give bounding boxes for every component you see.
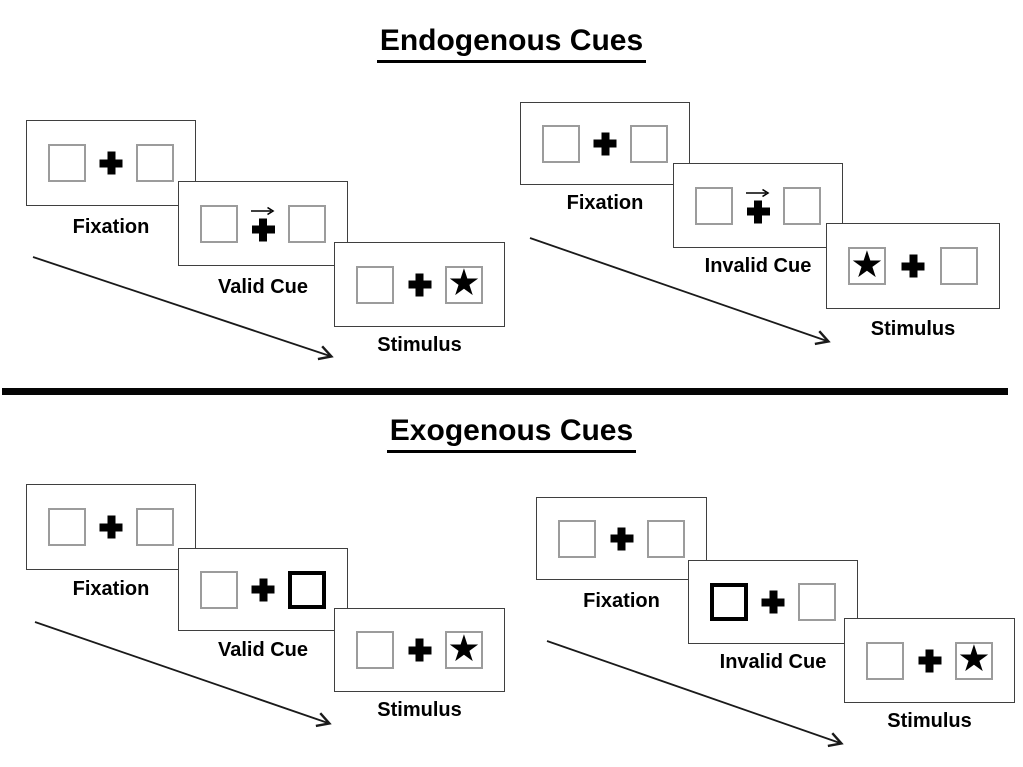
fixation-label: Fixation xyxy=(566,192,644,214)
right-box xyxy=(288,204,326,243)
section-divider xyxy=(2,388,1008,395)
endogenous-valid-cue-panel xyxy=(178,181,348,266)
endogenous-valid-fixation-panel xyxy=(26,120,196,206)
left-box xyxy=(48,508,86,546)
left-box-with-star: ★ xyxy=(848,242,886,286)
fixation-cross-icon xyxy=(99,515,123,539)
right-box xyxy=(630,124,668,163)
fixation-cross-icon xyxy=(251,218,275,241)
left-box xyxy=(558,519,596,558)
fixation-cross-icon xyxy=(746,200,770,223)
endogenous-invalid-stimulus-panel: ★ xyxy=(826,223,1000,309)
exogenous-valid-stimulus-panel: ★ xyxy=(334,608,505,692)
fixation-label: Fixation xyxy=(72,216,150,238)
right-arrow-cue-icon xyxy=(746,188,770,197)
section-title-text: Exogenous Cues xyxy=(386,414,637,453)
right-arrow-cue-icon xyxy=(251,206,275,215)
star-stimulus-icon: ★ xyxy=(957,637,991,680)
section-title-text: Endogenous Cues xyxy=(376,24,647,63)
fixation-cross-icon xyxy=(761,590,785,614)
fixation-cross-icon xyxy=(408,273,431,296)
right-box-with-star: ★ xyxy=(955,637,993,680)
left-box xyxy=(695,186,733,225)
exogenous-valid-cue-panel xyxy=(178,548,348,631)
stimulus-label: Stimulus xyxy=(377,334,462,356)
exogenous-invalid-cue-panel xyxy=(688,560,858,644)
left-box xyxy=(356,265,394,304)
fixation-label: Fixation xyxy=(583,590,660,612)
cue-label: Invalid Cue xyxy=(704,255,812,277)
fixation-cross-icon xyxy=(901,254,925,278)
right-box xyxy=(783,186,821,225)
right-box-with-star: ★ xyxy=(445,626,483,670)
right-box xyxy=(798,583,836,621)
right-box-highlighted-cue xyxy=(288,570,326,609)
cue-label: Invalid Cue xyxy=(719,651,827,673)
right-box-with-star: ★ xyxy=(445,261,483,304)
left-box-highlighted-cue xyxy=(710,583,748,621)
fixation-cross-icon xyxy=(918,649,941,672)
right-box xyxy=(136,508,174,546)
endogenous-invalid-cue-panel xyxy=(673,163,843,248)
exogenous-valid-fixation-panel xyxy=(26,484,196,570)
endogenous-valid-stimulus-panel: ★ xyxy=(334,242,505,327)
time-arrow-endogenous-invalid xyxy=(529,237,831,346)
section-title-exogenous: Exogenous Cues xyxy=(0,414,1023,453)
left-box xyxy=(200,570,238,609)
cue-label: Valid Cue xyxy=(217,276,309,298)
left-box xyxy=(48,144,86,182)
right-box xyxy=(647,519,685,558)
right-box xyxy=(136,144,174,182)
fixation-cross-icon xyxy=(99,151,123,175)
star-stimulus-icon: ★ xyxy=(850,242,884,286)
stimulus-label: Stimulus xyxy=(870,318,956,340)
time-arrow-endogenous-valid xyxy=(32,256,334,361)
star-stimulus-icon: ★ xyxy=(447,261,481,304)
fixation-cross-icon xyxy=(593,132,617,155)
stimulus-label: Stimulus xyxy=(887,710,972,732)
left-box xyxy=(356,631,394,669)
left-box xyxy=(200,204,238,243)
cue-label: Valid Cue xyxy=(217,639,309,661)
fixation-label: Fixation xyxy=(72,578,150,600)
right-box xyxy=(940,247,978,285)
exogenous-invalid-stimulus-panel: ★ xyxy=(844,618,1015,703)
fixation-cross-icon xyxy=(408,638,431,662)
fixation-cross-icon xyxy=(610,527,633,550)
exogenous-invalid-fixation-panel xyxy=(536,497,707,580)
left-box xyxy=(542,124,580,163)
stimulus-label: Stimulus xyxy=(377,699,462,721)
fixation-cross-icon xyxy=(251,578,275,601)
endogenous-invalid-fixation-panel xyxy=(520,102,690,185)
star-stimulus-icon: ★ xyxy=(447,626,481,670)
left-box xyxy=(866,641,904,680)
section-title-endogenous: Endogenous Cues xyxy=(0,24,1023,63)
time-arrow-exogenous-valid xyxy=(34,621,332,728)
